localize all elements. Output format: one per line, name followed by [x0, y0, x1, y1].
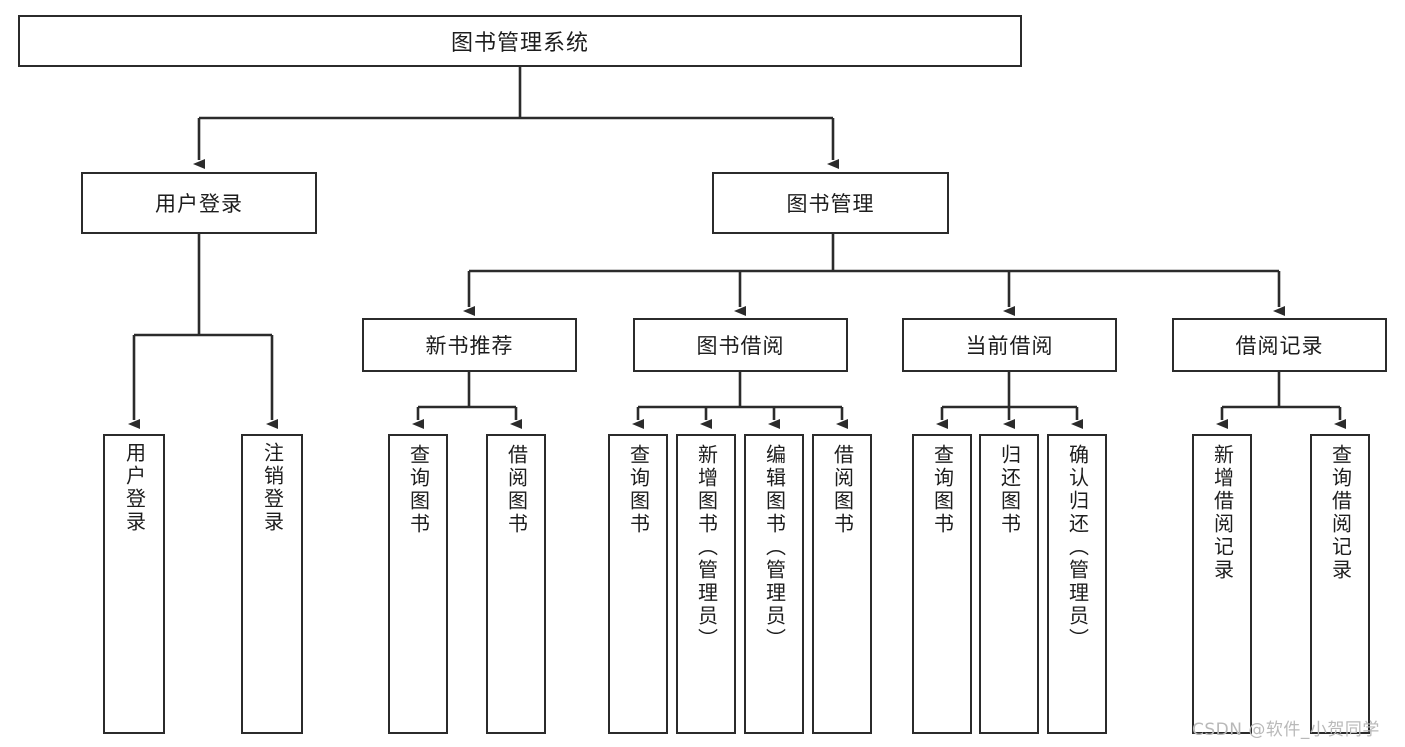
csdn-watermark: CSDN @软件_小贺同学: [1192, 720, 1380, 740]
node-new-book-recommend[interactable]: 新书推荐: [362, 318, 577, 372]
node-current-borrow[interactable]: 当前借阅: [902, 318, 1117, 372]
node-label: 新增借阅记录: [1210, 444, 1235, 582]
node-leaf-borrow-book-newbook[interactable]: 借阅图书: [486, 434, 546, 734]
node-leaf-add-borrow-record[interactable]: 新增借阅记录: [1192, 434, 1252, 734]
node-root-system[interactable]: 图书管理系统: [18, 15, 1022, 67]
node-label: 查询图书: [406, 444, 431, 536]
node-book-borrow[interactable]: 图书借阅: [633, 318, 848, 372]
node-label: 注销登录: [260, 442, 285, 534]
node-leaf-borrow-book[interactable]: 借阅图书: [812, 434, 872, 734]
node-leaf-query-book-borrow[interactable]: 查询图书: [608, 434, 668, 734]
node-leaf-return-book[interactable]: 归还图书: [979, 434, 1039, 734]
node-label: 新增图书（管理员）: [694, 444, 719, 651]
node-label: 查询借阅记录: [1328, 444, 1353, 582]
node-label: 归还图书: [997, 444, 1022, 536]
node-leaf-edit-book-admin[interactable]: 编辑图书（管理员）: [744, 434, 804, 734]
node-label: 确认归还（管理员）: [1065, 444, 1090, 651]
node-borrow-records[interactable]: 借阅记录: [1172, 318, 1387, 372]
node-label: 查询图书: [930, 444, 955, 536]
node-label: 用户登录: [122, 442, 147, 534]
node-leaf-query-book-current[interactable]: 查询图书: [912, 434, 972, 734]
node-leaf-user-login[interactable]: 用户登录: [103, 434, 165, 734]
node-leaf-confirm-return-admin[interactable]: 确认归还（管理员）: [1047, 434, 1107, 734]
node-label: 借阅图书: [830, 444, 855, 536]
node-label: 编辑图书（管理员）: [762, 444, 787, 651]
node-user-login[interactable]: 用户登录: [81, 172, 317, 234]
node-label: 借阅图书: [504, 444, 529, 536]
node-leaf-query-book-newbook[interactable]: 查询图书: [388, 434, 448, 734]
node-label: 查询图书: [626, 444, 651, 536]
node-leaf-add-book-admin[interactable]: 新增图书（管理员）: [676, 434, 736, 734]
node-book-management[interactable]: 图书管理: [712, 172, 949, 234]
node-leaf-query-borrow-record[interactable]: 查询借阅记录: [1310, 434, 1370, 734]
node-leaf-logout[interactable]: 注销登录: [241, 434, 303, 734]
